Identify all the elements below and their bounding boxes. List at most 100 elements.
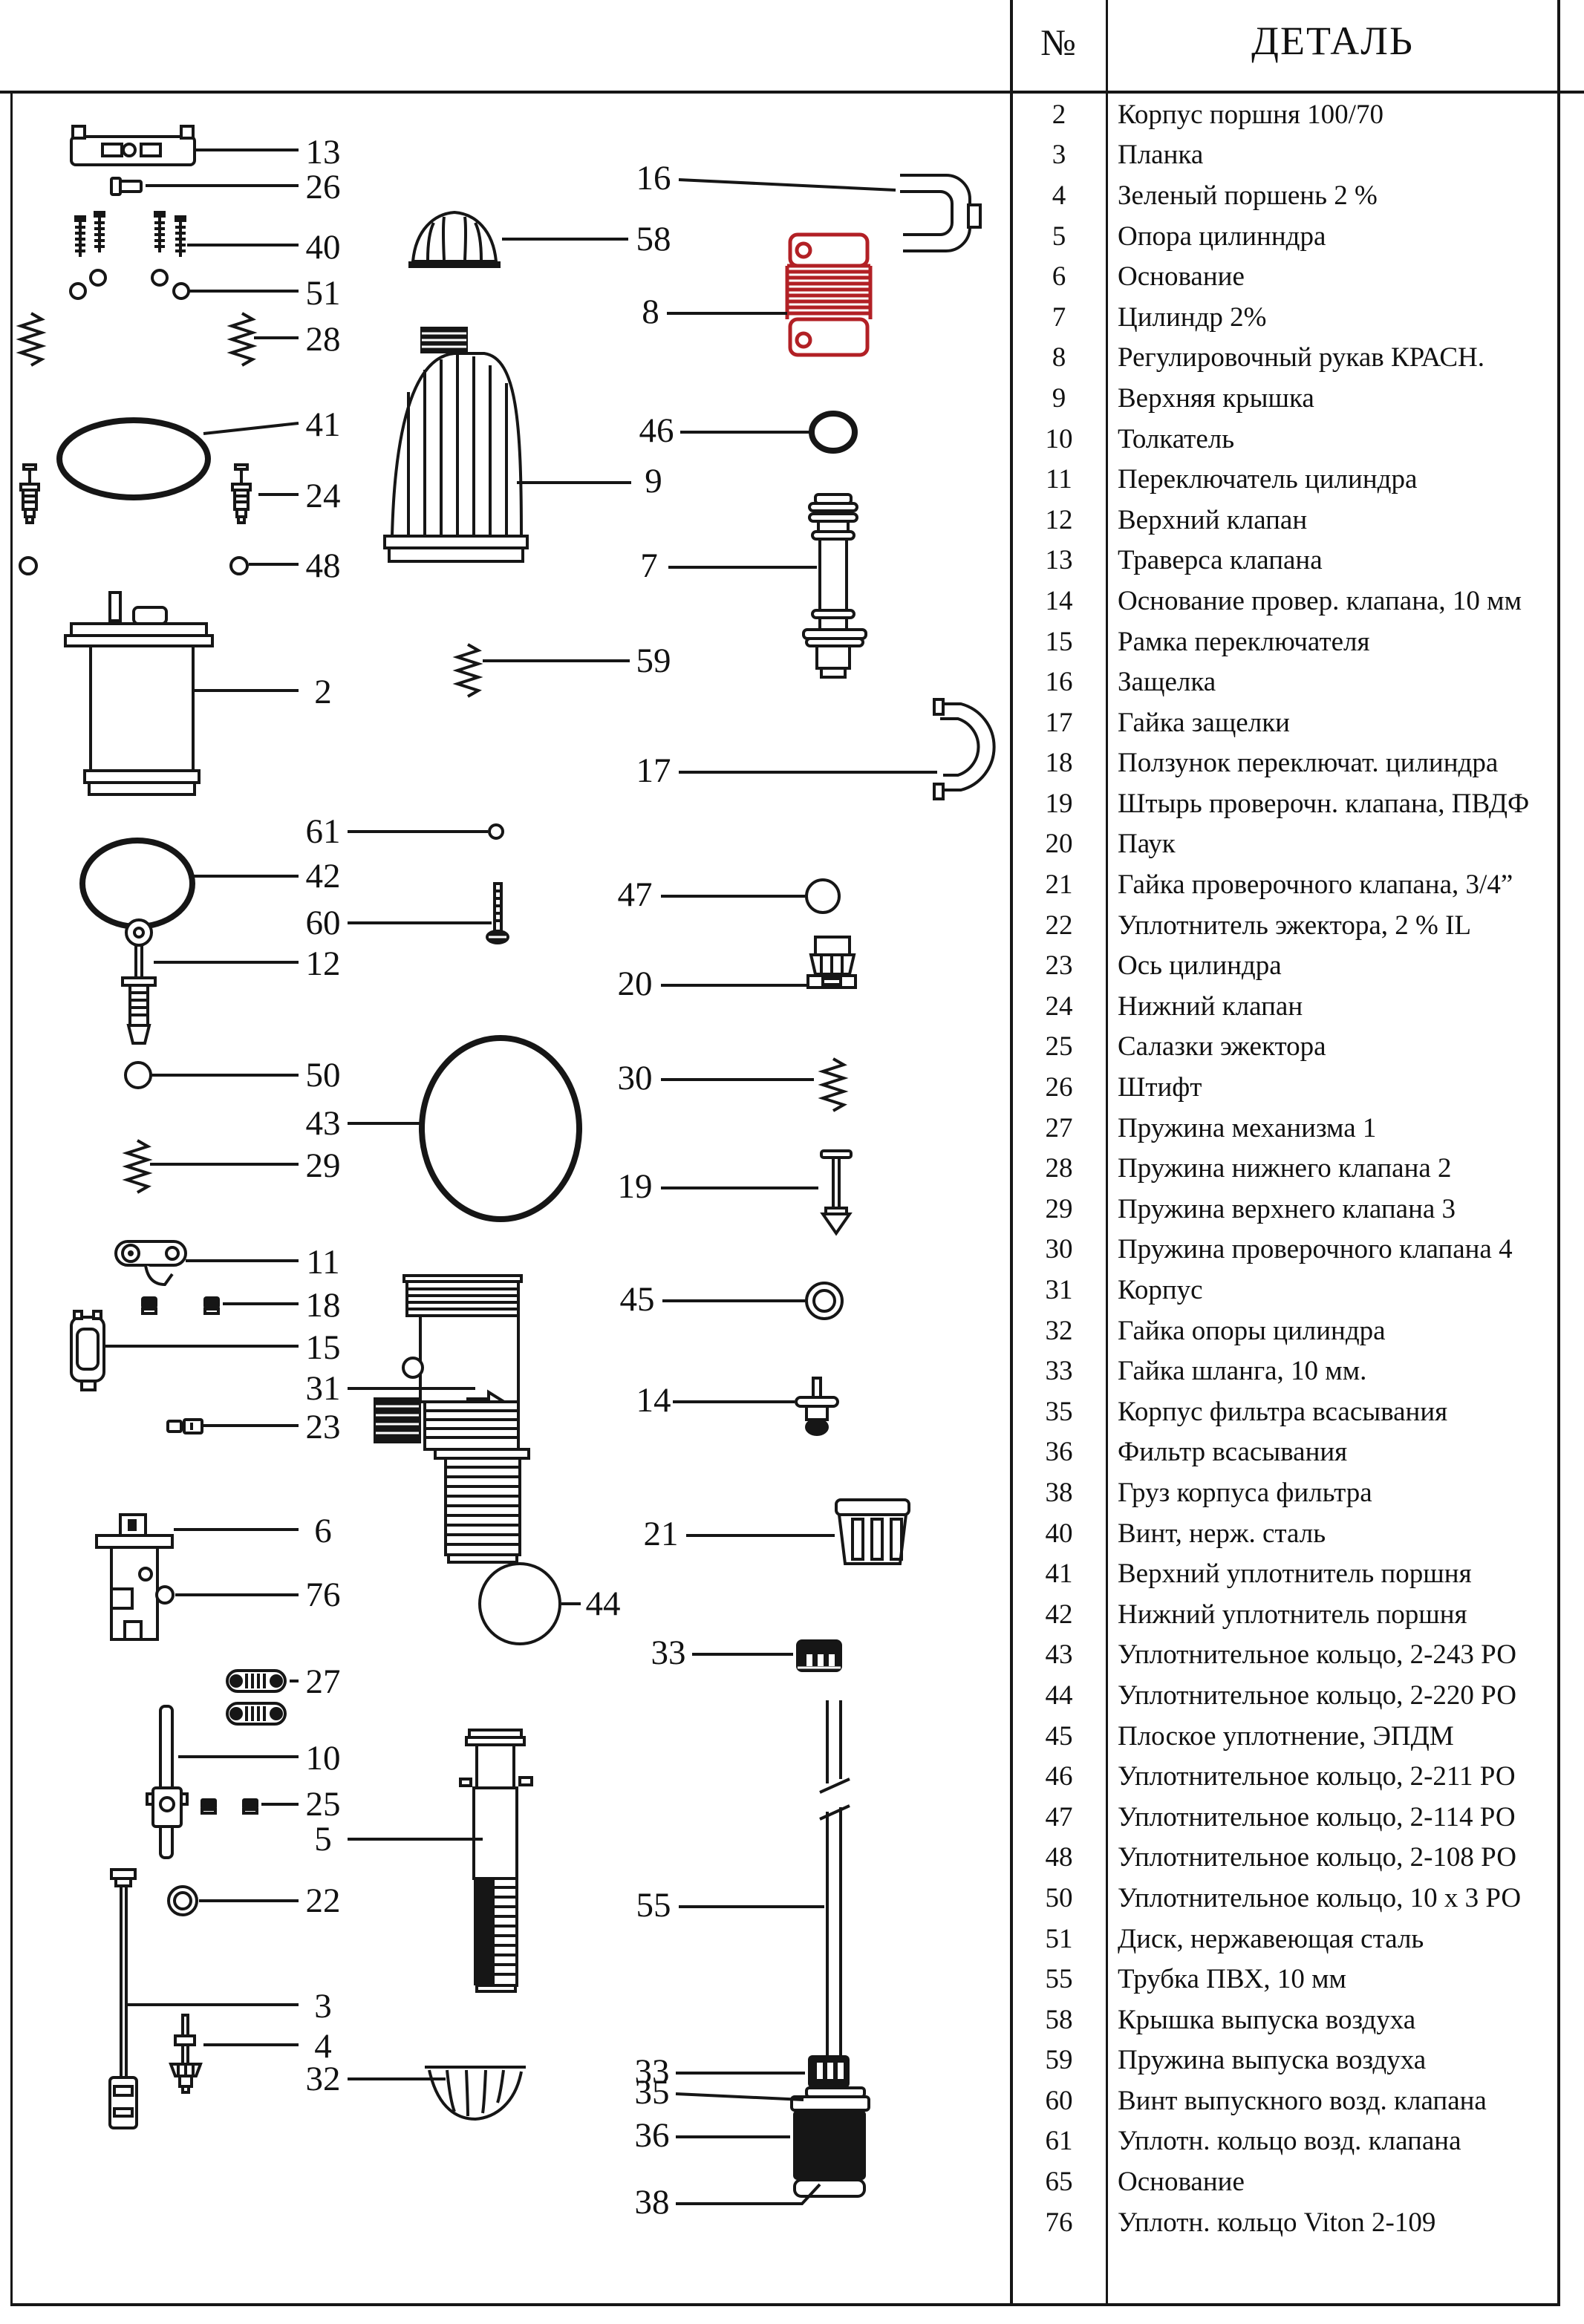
table-row: 32 Гайка опоры цилиндра <box>1012 1310 1557 1351</box>
callout-label-38: 38 <box>635 2183 670 2222</box>
part-name-cell: Пружина выпуска воздуха <box>1118 2045 1427 2076</box>
leader-line-35 <box>675 2092 804 2101</box>
part-5-support <box>459 1729 533 1993</box>
table-row: 48 Уплотнительное кольцо, 2-108 РО <box>1012 1838 1557 1879</box>
part-number-cell: 55 <box>1045 1964 1073 1995</box>
part-number-cell: 2 <box>1052 99 1066 130</box>
part-name-cell: Верхний уплотнитель поршня <box>1118 1558 1472 1590</box>
part-name-cell: Винт, нерж. сталь <box>1118 1518 1326 1549</box>
table-row: 76 Уплотн. кольцо Viton 2-109 <box>1012 2202 1557 2243</box>
part-number-cell: 27 <box>1045 1112 1073 1143</box>
callout-label-6: 6 <box>314 1512 332 1550</box>
callout-label-2: 2 <box>314 673 332 711</box>
part-number-cell: 45 <box>1045 1720 1073 1752</box>
part-name-cell: Нижний клапан <box>1118 990 1303 1022</box>
part-name-cell: Уплотнительное кольцо, 10 x 3 РО <box>1118 1882 1522 1913</box>
table-row: 61 Уплотн. кольцо возд. клапана <box>1012 2121 1557 2162</box>
part-name-cell: Штырь проверочн. клапана, ПВДФ <box>1118 788 1530 819</box>
part-name-cell: Пружина механизма 1 <box>1118 1112 1377 1143</box>
table-row: 60 Винт выпускного возд. клапана <box>1012 2080 1557 2121</box>
part-25-caps <box>201 1798 258 1815</box>
table-row: 7 Цилиндр 2% <box>1012 297 1557 338</box>
part-number-cell: 76 <box>1045 2207 1073 2238</box>
part-name-cell: Корпус <box>1118 1275 1203 1306</box>
part-2-piston-body <box>64 591 214 796</box>
part-13-bracket <box>70 125 196 166</box>
part-name-cell: Уплотнительное кольцо, 2-220 РО <box>1118 1680 1516 1711</box>
table-row: 29 Пружина верхнего клапана 3 <box>1012 1189 1557 1230</box>
part-name-cell: Салазки эжектора <box>1118 1031 1326 1063</box>
part-name-cell: Зеленый поршень 2 % <box>1118 180 1378 211</box>
parts-table: 2 Корпус поршня 100/70 3 Планка 4 Зелены… <box>1012 94 1557 2242</box>
part-name-cell: Толкатель <box>1118 423 1235 454</box>
part-name-cell: Диск, нержавеющая сталь <box>1118 1923 1424 1954</box>
part-name-cell: Пружина проверочного клапана 4 <box>1118 1234 1513 1265</box>
callout-label-36: 36 <box>635 2116 670 2155</box>
part-name-cell: Рамка переключателя <box>1118 626 1370 657</box>
callout-label-46: 46 <box>639 411 674 450</box>
callout-label-59: 59 <box>636 642 671 680</box>
callout-label-43: 43 <box>306 1104 341 1143</box>
table-row: 33 Гайка шланга, 10 мм. <box>1012 1351 1557 1391</box>
part-number-cell: 42 <box>1045 1599 1073 1630</box>
part-name-cell: Пружина верхнего клапана 3 <box>1118 1193 1456 1224</box>
table-row: 25 Салазки эжектора <box>1012 1027 1557 1068</box>
callout-label-12: 12 <box>306 944 341 983</box>
callout-label-42: 42 <box>306 857 341 895</box>
callout-label-24: 24 <box>306 477 341 515</box>
table-row: 58 Крышка выпуска воздуха <box>1012 2000 1557 2040</box>
part-name-cell: Планка <box>1118 140 1204 171</box>
table-row: 21 Гайка проверочного клапана, 3/4” <box>1012 864 1557 905</box>
part-name-cell: Крышка выпуска воздуха <box>1118 2004 1416 2035</box>
part-8-red-sleeve <box>785 232 873 357</box>
part-number-cell: 43 <box>1045 1639 1073 1671</box>
part-number-cell: 19 <box>1045 788 1073 819</box>
table-row: 44 Уплотнительное кольцо, 2-220 РО <box>1012 1675 1557 1716</box>
part-61-oring <box>488 823 504 840</box>
table-row: 50 Уплотнительное кольцо, 10 x 3 РО <box>1012 1878 1557 1919</box>
part-59-spring <box>452 643 483 698</box>
part-name-cell: Траверса клапана <box>1118 545 1323 576</box>
part-number-cell: 60 <box>1045 2085 1073 2116</box>
part-number-cell: 23 <box>1045 950 1073 982</box>
table-row: 28 Пружина нижнего клапана 2 <box>1012 1148 1557 1189</box>
part-name-cell: Уплотнительное кольцо, 2-108 РО <box>1118 1842 1516 1873</box>
part-name-cell: Основание <box>1118 261 1245 293</box>
part-name-cell: Пружина нижнего клапана 2 <box>1118 1153 1452 1184</box>
callout-label-19: 19 <box>618 1167 653 1206</box>
part-number-cell: 51 <box>1045 1923 1073 1954</box>
table-row: 51 Диск, нержавеющая сталь <box>1012 1919 1557 1959</box>
part-name-cell: Гайка защелки <box>1118 707 1290 738</box>
part-name-cell: Гайка опоры цилиндра <box>1118 1315 1386 1346</box>
part-51-washers <box>69 269 190 300</box>
table-row: 22 Уплотнитель эжектора, 2 % IL <box>1012 905 1557 946</box>
table-row: 26 Штифт <box>1012 1067 1557 1108</box>
part-name-cell: Трубка ПВХ, 10 мм <box>1118 1964 1346 1995</box>
part-number-cell: 4 <box>1052 180 1066 211</box>
part-number-cell: 30 <box>1045 1234 1073 1265</box>
table-row: 55 Трубка ПВХ, 10 мм <box>1012 1959 1557 2000</box>
callout-label-13: 13 <box>306 133 341 172</box>
part-number-cell: 6 <box>1052 261 1066 293</box>
part-60-screw <box>486 882 509 944</box>
callout-label-16: 16 <box>636 159 671 198</box>
callout-label-33: 33 <box>651 1633 686 1672</box>
callout-label-17: 17 <box>636 751 671 790</box>
part-number-cell: 11 <box>1046 464 1072 495</box>
part-22-grommet <box>167 1885 198 1916</box>
part-29-spring <box>122 1139 153 1194</box>
table-row: 17 Гайка защелки <box>1012 702 1557 743</box>
part-16-latch <box>900 174 982 252</box>
callout-label-33: 33 <box>635 2052 670 2091</box>
part-23-axis <box>166 1418 203 1434</box>
table-row: 65 Основание <box>1012 2161 1557 2202</box>
part-7-cylinder <box>802 493 867 679</box>
part-42-oring <box>79 838 195 930</box>
table-row: 27 Пружина механизма 1 <box>1012 1108 1557 1149</box>
part-number-cell: 36 <box>1045 1437 1073 1468</box>
part-number-cell: 7 <box>1052 301 1066 333</box>
callout-label-44: 44 <box>586 1584 621 1623</box>
part-number-cell: 22 <box>1045 910 1073 941</box>
